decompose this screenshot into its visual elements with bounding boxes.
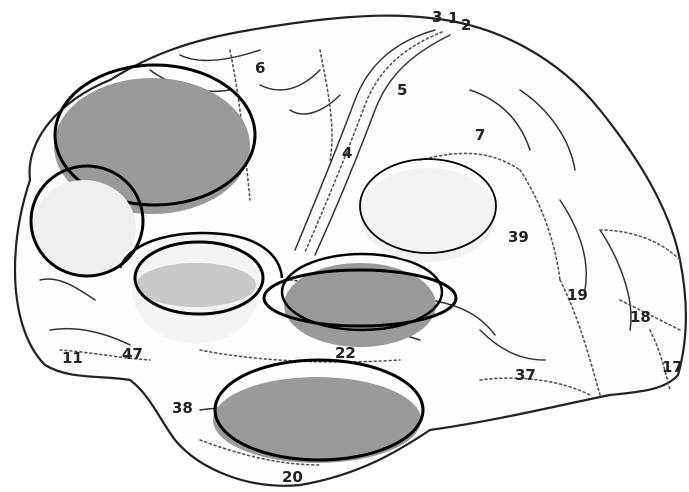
area-label-7: 7 xyxy=(475,126,485,144)
area-label-6: 6 xyxy=(255,59,265,77)
overlay-parietal-light-fill xyxy=(360,168,496,262)
area-label-1: 1 xyxy=(448,9,458,27)
overlay-inferior-temporal-fill xyxy=(213,377,421,463)
area-label-18: 18 xyxy=(630,308,651,326)
area-label-5: 5 xyxy=(397,81,407,99)
area-label-47: 47 xyxy=(122,345,143,363)
area-label-3: 3 xyxy=(432,8,442,26)
area-label-20: 20 xyxy=(282,468,303,486)
area-label-11: 11 xyxy=(62,349,83,367)
area-label-37: 37 xyxy=(515,366,536,384)
area-label-4: 4 xyxy=(342,144,352,162)
overlay-inferior-frontal-band xyxy=(136,263,256,307)
area-label-38: 38 xyxy=(172,399,193,417)
area-label-19: 19 xyxy=(567,286,588,304)
area-label-17: 17 xyxy=(662,358,683,376)
area-label-39: 39 xyxy=(508,228,529,246)
area-label-2: 2 xyxy=(461,16,471,34)
